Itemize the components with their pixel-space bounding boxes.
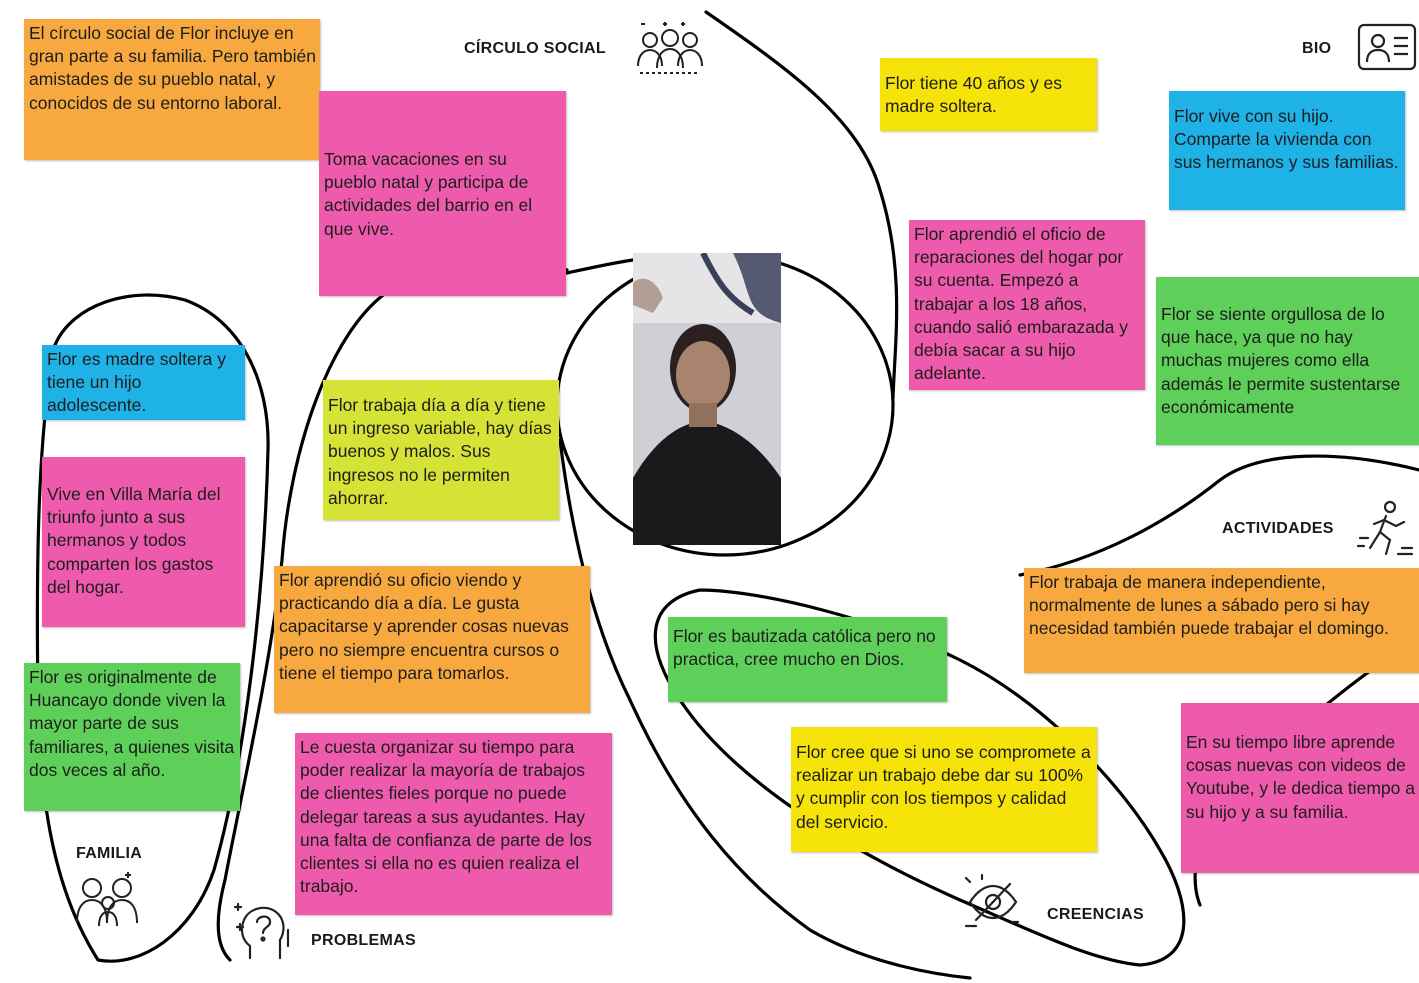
note-ingresos: Flor trabaja día a día y tiene un ingres… — [323, 380, 559, 520]
note-madre-soltera: Flor es madre soltera y tiene un hijo ad… — [42, 345, 245, 420]
note-villa-maria: Vive en Villa María del triunfo junto a … — [42, 457, 245, 627]
note-orgullo: Flor se siente orgullosa de lo que hace,… — [1156, 277, 1419, 445]
note-aprendizaje: Flor aprendió su oficio viendo y practic… — [274, 566, 590, 713]
category-creencias: CREENCIAS — [1047, 906, 1144, 923]
category-circulo-social: CÍRCULO SOCIAL — [464, 40, 606, 57]
note-organizar-tiempo: Le cuesta organizar su tiempo para poder… — [295, 733, 612, 915]
id-card-icon — [1357, 23, 1417, 71]
note-oficio-inicio: Flor aprendió el oficio de reparaciones … — [909, 220, 1145, 390]
persona-photo-image — [633, 253, 781, 545]
eye-crossed-icon — [964, 873, 1020, 928]
creencias-outline — [653, 588, 1186, 967]
note-circulo-social-family: El círculo social de Flor incluye en gra… — [24, 19, 320, 160]
note-huancayo: Flor es originalmente de Huancayo donde … — [24, 663, 240, 811]
category-actividades: ACTIVIDADES — [1222, 520, 1334, 537]
problemas-outline-2 — [558, 438, 972, 980]
note-vivienda: Flor vive con su hijo. Comparte la vivie… — [1169, 91, 1405, 210]
note-vacaciones: Toma vacaciones en su pueblo natal y par… — [319, 91, 566, 296]
note-tiempo-libre: En su tiempo libre aprende cosas nuevas … — [1181, 703, 1419, 873]
category-familia: FAMILIA — [76, 845, 143, 862]
actividades-outline — [1018, 454, 1419, 577]
running-person-icon — [1356, 500, 1414, 556]
circulo-social-outline — [704, 10, 899, 400]
note-trabajo-independiente: Flor trabaja de manera independiente, no… — [1024, 568, 1419, 673]
group-people-icon — [637, 22, 703, 74]
circulo-social-link — [565, 258, 635, 275]
family-icon — [76, 872, 138, 927]
category-bio: BIO — [1302, 40, 1332, 57]
category-problemas: PROBLEMAS — [311, 932, 416, 949]
question-head-icon — [233, 902, 290, 960]
persona-photo — [633, 253, 781, 545]
note-catolica: Flor es bautizada católica pero no pract… — [668, 617, 947, 702]
note-edad: Flor tiene 40 años y es madre soltera. — [880, 58, 1097, 131]
note-compromiso: Flor cree que si uno se compromete a rea… — [791, 727, 1097, 852]
